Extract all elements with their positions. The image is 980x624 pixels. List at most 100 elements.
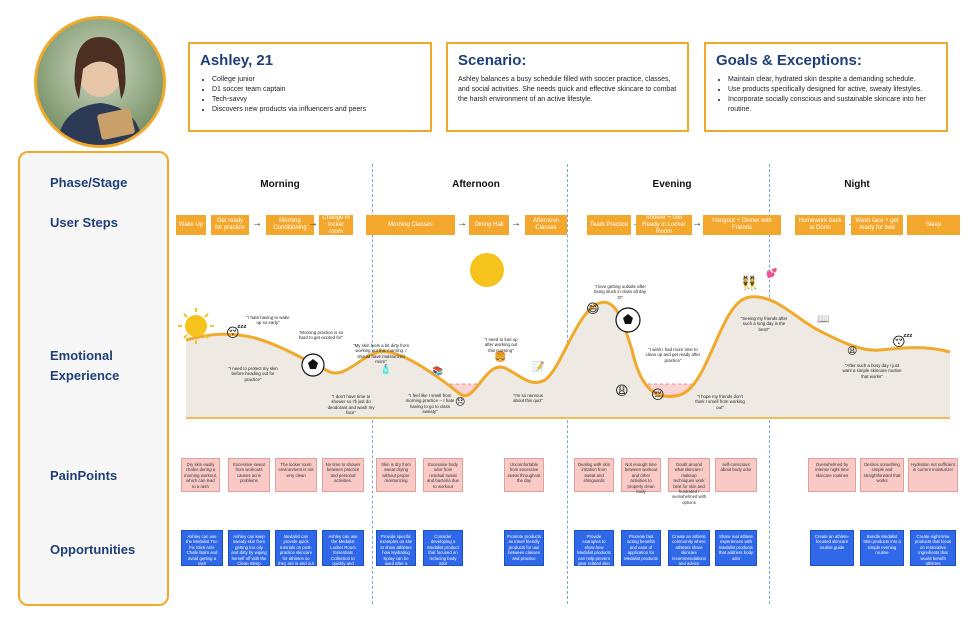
row-label-pain: PainPoints <box>50 468 118 483</box>
opportunity-note: Share real athlete experiences with Meda… <box>715 530 757 566</box>
row-label-phase: Phase/Stage <box>50 175 128 190</box>
opportunity-note: Create night-time products that focus on… <box>910 530 956 566</box>
quote: "I hate having to wake up so early" <box>246 315 290 326</box>
sleepy-face-icon: 😴 <box>892 334 913 349</box>
smile-face-icon: 😄 <box>586 301 600 316</box>
heart-icon: 💕 <box>766 268 778 278</box>
pain-point-note: Desires something simple and straightfor… <box>860 458 904 492</box>
sleepy-face-icon: 😴 <box>226 325 247 340</box>
pain-point-note: self-conscious about body odor <box>715 458 757 492</box>
emotion-line <box>185 295 951 399</box>
opportunity-note: Ashley can use the Medalist Tru-Fix Stic… <box>181 530 223 566</box>
friends-icon: 👯 <box>741 275 758 290</box>
step-change-locker: Change in locker room <box>319 215 353 235</box>
pain-point-note: Not enough time between workout and othe… <box>621 458 661 494</box>
step-shower: Shower + Get Ready in Locker Room <box>636 215 692 235</box>
tired-face-icon: 😩 <box>847 346 858 357</box>
sad-face-icon: 😞 <box>455 397 466 408</box>
goals-card: Goals & Exceptions: Maintain clear, hydr… <box>704 42 948 132</box>
opportunity-note: Bundle Medalist Skin products into a sim… <box>860 530 904 566</box>
soccer-ball-icon <box>301 353 325 377</box>
pain-point-note: Excessive sweat from workouts causes acn… <box>228 458 270 492</box>
opportunity-note: Provide specific examples on site to sho… <box>376 530 416 571</box>
quote: "I feel like I smell from morning practi… <box>405 393 455 415</box>
quote: "I wish I had more time to clean up and … <box>645 347 701 363</box>
opportunity-note: Create an athlete-focused skincare routi… <box>810 530 854 566</box>
book-icon: 📚 <box>432 366 444 376</box>
step-afternoon-classes: Afternoon Classes <box>525 215 567 235</box>
quote: "Morning practice is so hard to get exci… <box>298 330 344 341</box>
quote: "My skin feels a bit dirty from working … <box>353 343 409 365</box>
persona-name: Ashley, 21 <box>200 52 274 69</box>
opportunity-note: Consider developing a Medalist product t… <box>423 530 463 566</box>
persona-photo-icon <box>57 37 143 145</box>
quote: "I'm so nervous about this quiz" <box>513 393 543 404</box>
pain-point-note: Hydration not sufficient in current mois… <box>908 458 958 492</box>
quote: "Seeing my friends after such a long day… <box>740 316 788 332</box>
row-label-steps: User Steps <box>50 215 118 230</box>
arrow-right-icon: → <box>308 218 318 229</box>
row-label-opportunities: Opportunities <box>50 542 136 557</box>
goals-bullets: Maintain clear, hydrated skin despite a … <box>716 75 936 115</box>
quote: "I love getting outside after being stuc… <box>594 284 646 300</box>
arrow-right-icon: → <box>252 218 262 229</box>
opportunity-note: Ashley can keep sweaty skin from getting… <box>228 530 270 577</box>
step-morning-conditioning: Morning Conditioning <box>266 215 314 235</box>
quote: "I need to protect my skin before headin… <box>228 366 278 382</box>
sun-icon <box>178 308 214 344</box>
scenario-title: Scenario: <box>458 52 527 69</box>
pain-point-note: Dry skin easily chafes during a morning … <box>181 458 220 492</box>
opportunity-note: Provide examples to show how Medalist pr… <box>574 530 614 571</box>
arrow-right-icon: → <box>511 218 521 229</box>
row-label-panel <box>18 151 169 606</box>
persona-bullet: D1 soccer team captain <box>212 85 420 95</box>
step-homework: Homework back at Dorm <box>795 215 845 235</box>
phase-night: Night <box>844 179 870 190</box>
afternoon-sun-icon <box>470 253 504 287</box>
scenario-text: Ashley balances a busy schedule filled w… <box>458 76 677 103</box>
persona-avatar <box>34 16 166 148</box>
notebook-icon: 📝 <box>532 362 545 373</box>
pain-point-note: No time to shower between practice and p… <box>322 458 364 492</box>
goals-bullet: Maintain clear, hydrated skin despite a … <box>728 75 936 85</box>
persona-bullet: Tech-savvy <box>212 95 420 105</box>
persona-bullet: College junior <box>212 75 420 85</box>
step-morning-classes: Morning Classes <box>366 215 455 235</box>
phase-evening: Evening <box>652 179 692 190</box>
opportunity-note: Promote fast acting benefits and ease of… <box>621 530 661 566</box>
goals-bullet: Use products specifically designed for a… <box>728 85 936 95</box>
sad-face-icon: 😔 <box>651 387 665 402</box>
moon-icon <box>910 248 936 276</box>
pain-point-note: Skin is dry from sweat drying without pr… <box>376 458 416 492</box>
goals-title: Goals & Exceptions: <box>716 52 862 69</box>
opportunity-note: Ashley can use the Medalist Locker Room … <box>322 530 364 577</box>
persona-bullets: College junior D1 soccer team captain Te… <box>200 75 420 115</box>
goals-bullet: Incorporate socially conscious and susta… <box>728 95 936 115</box>
book-icon: 📖 <box>817 314 830 325</box>
emotion-area <box>186 296 950 418</box>
pain-point-note: Overwhelmed by intense night time skinca… <box>808 458 856 492</box>
deodorant-icon: 🧴 <box>380 364 392 374</box>
persona-bullet: Discovers new products via influencers a… <box>212 105 420 115</box>
phase-afternoon: Afternoon <box>452 179 500 190</box>
pain-point-note: Dealing with skin irritation from sweat … <box>574 458 614 492</box>
quote: "I don't have time to shower so I'll jus… <box>327 394 375 416</box>
opportunity-note: Promote products as travel friendly prod… <box>504 530 544 566</box>
scenario-card: Scenario: Ashley balances a busy schedul… <box>446 42 689 132</box>
step-get-ready: Get ready for practice <box>211 215 249 235</box>
step-hangout-dinner: Hangout + Dinner with Friends <box>703 215 781 235</box>
row-label-emotion: Emotional Experience <box>50 348 120 383</box>
step-wash-face: Wash face + get ready for bed <box>851 215 903 235</box>
quote: "After such a busy day I just want a sim… <box>842 363 902 379</box>
step-team-practice: Team Practice <box>587 215 631 235</box>
pain-point-note: Uncomfortable from excessive sweat throu… <box>504 458 544 492</box>
soccer-ball-icon <box>615 307 641 333</box>
opportunity-note: Create an athletic community where athle… <box>668 530 710 566</box>
opportunity-note: Medalist can provide quick tutorials on … <box>275 530 317 571</box>
food-icon: 🍔 <box>494 352 507 363</box>
pain-point-note: Doubt around what skincare / makeup tech… <box>668 458 710 505</box>
phase-morning: Morning <box>260 179 300 190</box>
step-wake-up: Wake Up <box>176 215 206 235</box>
worried-face-icon: 😩 <box>615 383 629 398</box>
